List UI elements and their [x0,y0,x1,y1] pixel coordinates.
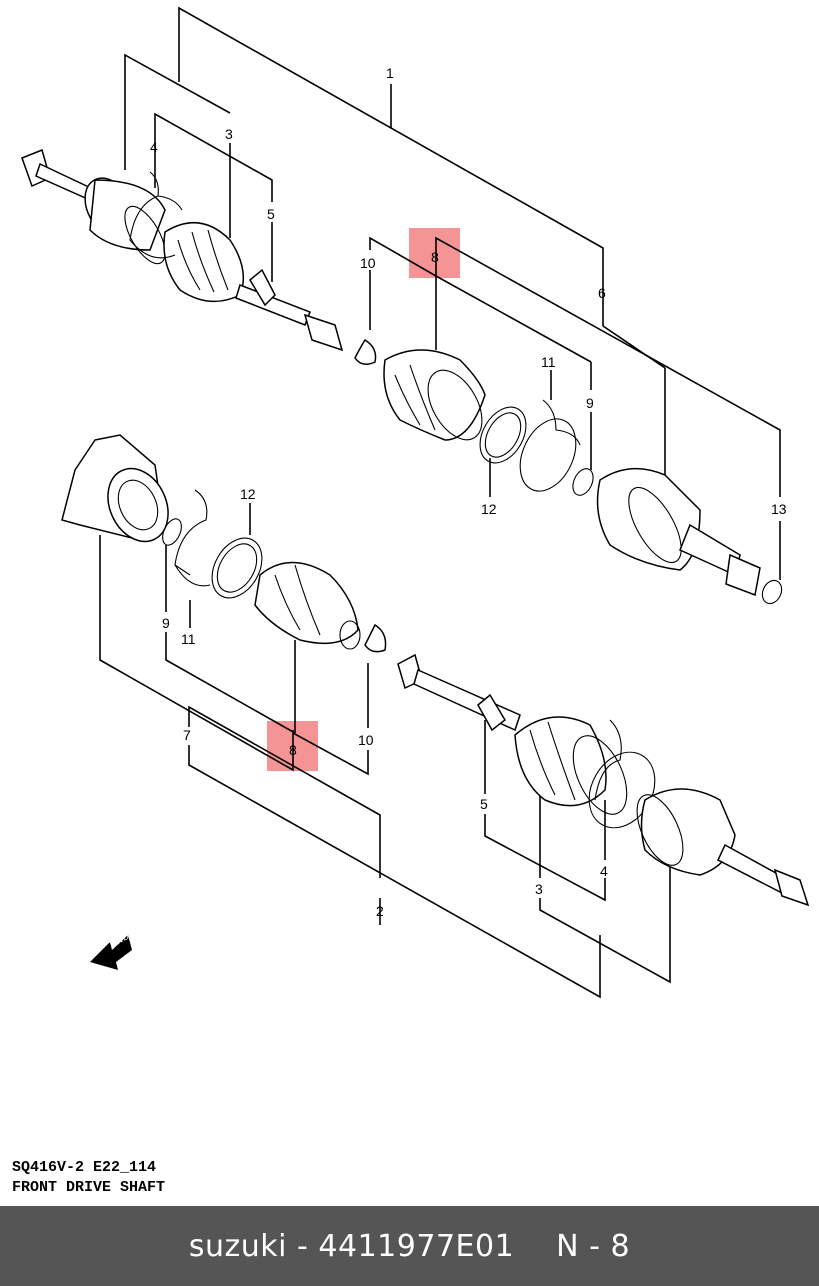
callout-4-lower: 4 [600,863,608,879]
callout-10-lower: 10 [358,732,374,748]
diagram-ref-text: N - 8 [556,1228,631,1264]
callout-3-lower: 3 [535,881,543,897]
callout-labels: 1 3 4 5 8 10 6 11 9 12 13 12 9 11 7 8 10… [150,65,787,919]
upper-clamp-11 [519,399,581,492]
fwd-arrow-icon: FWD [90,931,132,970]
diagram-caption: SQ416V-2 E22_114 FRONT DRIVE SHAFT [12,1158,165,1198]
callout-8-lower: 8 [289,742,297,758]
callout-10-upper: 10 [360,255,376,271]
callout-11-upper: 11 [541,354,556,370]
callout-8-upper: 8 [431,249,439,265]
drive-shaft-diagram: FWD 1 3 4 5 8 10 6 11 9 12 13 12 9 11 7 … [21,6,810,999]
upper-inner-joint [596,467,783,605]
diagram-title: FRONT DRIVE SHAFT [12,1179,166,1196]
lower-clamp-10 [364,623,387,653]
callout-11-lower: 11 [181,631,196,647]
lower-outer-boot [514,716,628,815]
part-number-text: suzuki - 4411977E01 [188,1228,515,1264]
upper-inner-shaft [235,268,344,352]
lower-inner-boot [254,561,361,650]
callout-1: 1 [386,65,394,81]
callout-7: 7 [183,727,191,743]
diagram-code: SQ416V-2 E22_114 [12,1159,157,1176]
upper-circlip-9 [572,468,594,496]
upper-outer-boot [163,221,245,303]
upper-ring-12 [479,406,527,464]
upper-clamp-4 [129,171,183,259]
lower-clamp-11 [174,489,211,587]
lower-outer-joint [636,788,810,907]
callout-13: 13 [771,501,787,517]
callout-5-lower: 5 [480,796,488,812]
callout-9-lower: 9 [162,615,170,631]
callout-5-upper: 5 [267,206,275,222]
lower-shaft [397,653,521,732]
upper-outer-joint-shaft [21,148,166,265]
lower-leader-lines [99,503,671,999]
highlight-part-8-upper [409,228,460,278]
callout-12-lower: 12 [240,486,256,502]
upper-clamp-10 [354,338,377,365]
upper-leader-lines [124,6,781,580]
callout-4-upper: 4 [150,139,158,155]
callout-9-upper: 9 [586,395,594,411]
callout-2: 2 [376,903,384,919]
callout-12-upper: 12 [481,501,497,517]
footer-bar: suzuki - 4411977E01 N - 8 [0,1206,819,1286]
lower-circlip-9 [162,518,182,546]
callout-6: 6 [598,285,606,301]
lower-ring-12 [211,537,263,599]
lower-housing-7 [61,434,169,543]
callout-3-upper: 3 [225,126,233,142]
upper-inner-boot [383,349,486,441]
